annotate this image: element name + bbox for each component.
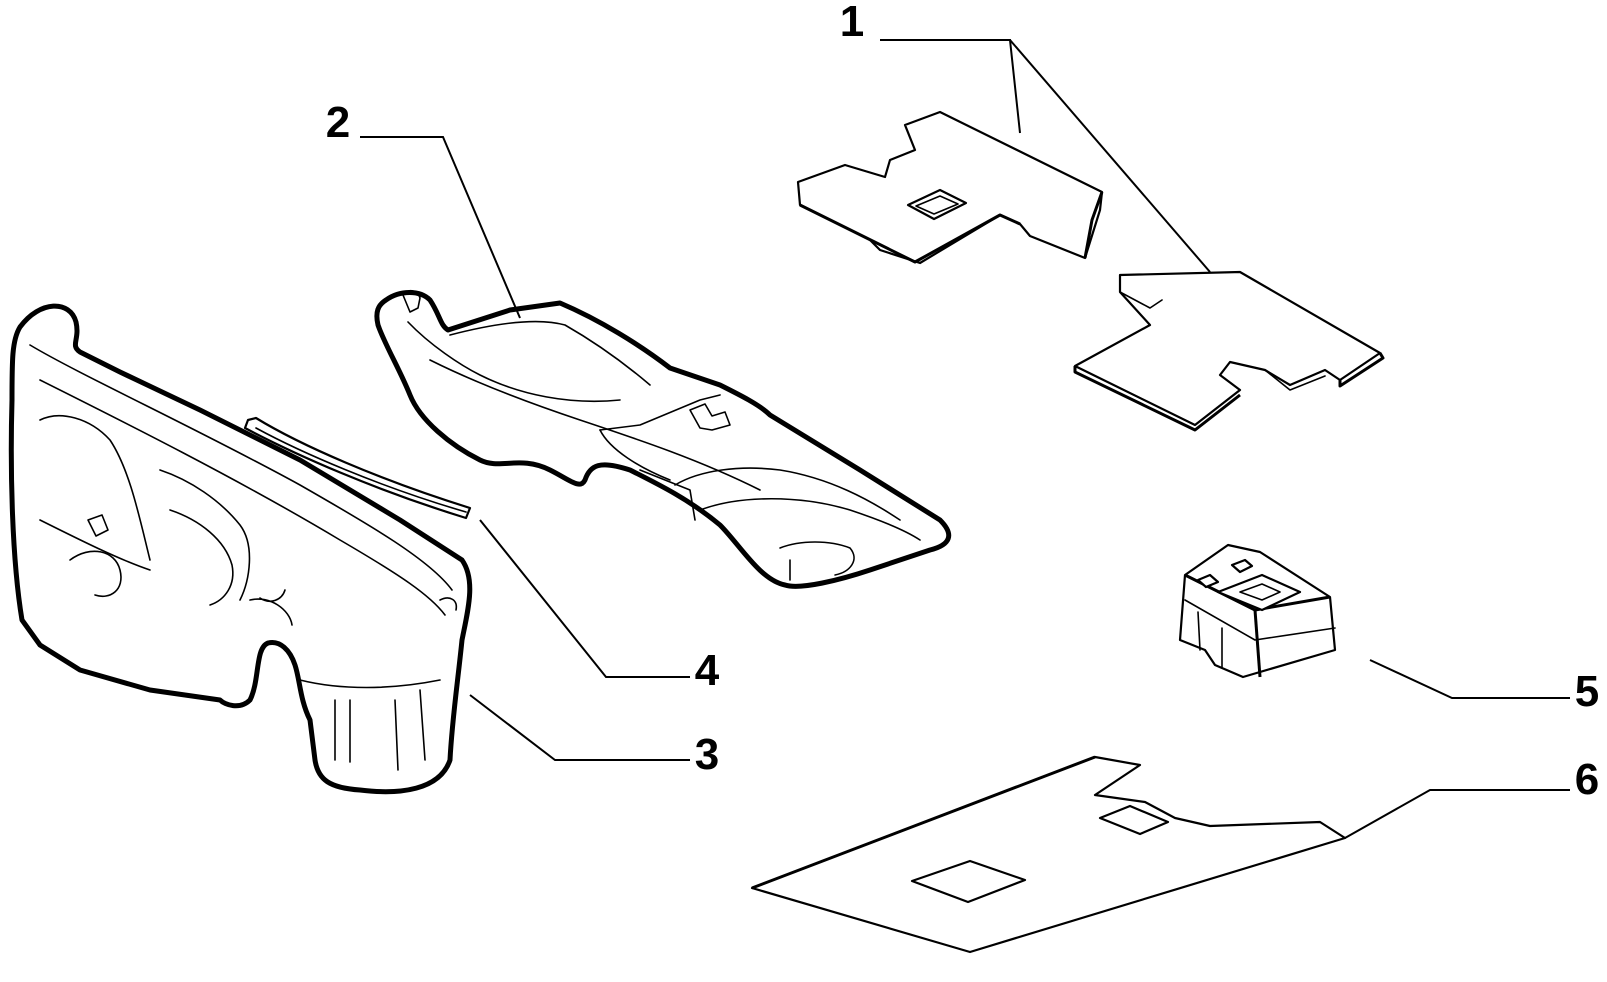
part-1-pad-upper <box>796 110 1104 265</box>
callout-6: 6 <box>1575 755 1599 804</box>
part-1-pad-lower <box>1073 270 1385 432</box>
callout-5: 5 <box>1575 667 1599 716</box>
callout-3: 3 <box>695 730 719 779</box>
part-1-insulation-pads <box>796 110 1385 432</box>
part-4-seal-strip <box>243 416 472 520</box>
leader-6 <box>1344 789 1570 839</box>
part-5-foam-block <box>1178 543 1337 679</box>
leader-5 <box>1369 659 1570 699</box>
part-6-floor-mat <box>750 755 1347 954</box>
leader-1b <box>1009 39 1211 273</box>
leader-2 <box>360 136 521 319</box>
part-3-firewall-insulation <box>8 303 473 795</box>
callout-labels: 1 2 3 4 5 6 <box>326 0 1599 804</box>
part-2-floor-insulation <box>374 289 952 589</box>
callout-4: 4 <box>695 646 720 695</box>
leader-4 <box>479 519 690 678</box>
leader-3 <box>469 694 690 761</box>
callout-1: 1 <box>840 0 864 46</box>
callout-2: 2 <box>326 98 350 147</box>
leader-lines <box>360 39 1570 839</box>
